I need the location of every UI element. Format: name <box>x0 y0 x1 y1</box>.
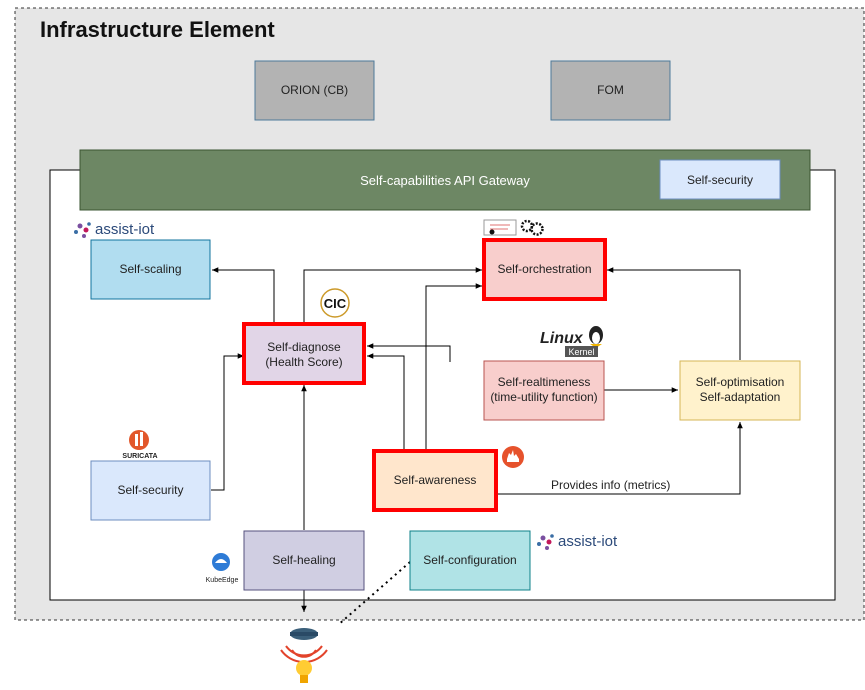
gears-icon <box>483 219 544 236</box>
self-healing-box[interactable]: Self-healing <box>243 530 365 591</box>
api-gateway-label: Self-capabilities API Gateway <box>360 173 530 188</box>
orion-label: ORION (CB) <box>281 83 348 97</box>
assist-iot-logo-bottom: assist-iot <box>537 533 618 550</box>
self-healing-label: Self-healing <box>272 553 335 567</box>
self-optimisation-box[interactable]: Self-optimisation Self-adaptation <box>679 360 801 421</box>
edge-label-metrics: Provides info (metrics) <box>551 478 670 492</box>
self-configuration-box[interactable]: Self-configuration <box>409 530 531 591</box>
connectors <box>211 267 743 626</box>
self-security-label: Self-security <box>117 483 183 497</box>
prometheus-icon <box>502 446 524 468</box>
kubeedge-logo: KubeEdge <box>206 553 239 584</box>
self-diagnose-box[interactable]: Self-diagnose (Health Score) <box>242 322 366 385</box>
self-security-box[interactable]: Self-security <box>90 460 211 521</box>
fom-label: FOM <box>597 83 624 97</box>
linux-kernel-logo: Linux Kernel <box>540 326 603 357</box>
cic-logo-text: CIC <box>324 296 347 311</box>
kubeedge-logo-text: KubeEdge <box>206 577 239 584</box>
cic-logo: CIC <box>320 288 350 318</box>
assist-iot-logo-top: assist-iot <box>74 221 155 238</box>
self-realtimeness-main[interactable] <box>483 360 550 421</box>
self-adaptation-label: Self-adaptation <box>700 390 781 404</box>
suricata-logo-text: SURICATA <box>122 453 157 460</box>
fom-box[interactable]: FOM <box>550 60 671 121</box>
suricata-logo: SURICATA <box>122 430 158 460</box>
self-configuration-label: Self-configuration <box>423 553 516 567</box>
self-orchestration-box[interactable]: Self-orchestration <box>482 238 607 301</box>
orion-box[interactable]: ORION (CB) <box>254 60 375 121</box>
iot-device-icon <box>280 628 328 683</box>
self-optimisation-label: Self-optimisation <box>696 375 785 389</box>
self-scaling-label: Self-scaling <box>119 262 181 276</box>
assist-iot-logo-top-text: assist-iot <box>95 221 155 238</box>
gateway-security-label: Self-security <box>687 173 753 187</box>
linux-kernel-text: Kernel <box>568 347 594 357</box>
self-diagnose-sublabel: (Health Score) <box>265 355 342 369</box>
self-diagnose-label: Self-diagnose <box>267 340 341 354</box>
assist-iot-logo-bottom-text: assist-iot <box>558 533 618 550</box>
diagram-title: Infrastructure Element <box>40 17 275 42</box>
self-awareness-box[interactable]: Self-awareness <box>372 449 498 512</box>
self-scaling-box[interactable]: Self-scaling <box>90 239 211 300</box>
self-awareness-label: Self-awareness <box>394 473 477 487</box>
self-orchestration-label: Self-orchestration <box>497 262 591 276</box>
linux-logo-text: Linux <box>540 330 584 347</box>
gateway-security-box[interactable]: Self-security <box>659 159 781 200</box>
